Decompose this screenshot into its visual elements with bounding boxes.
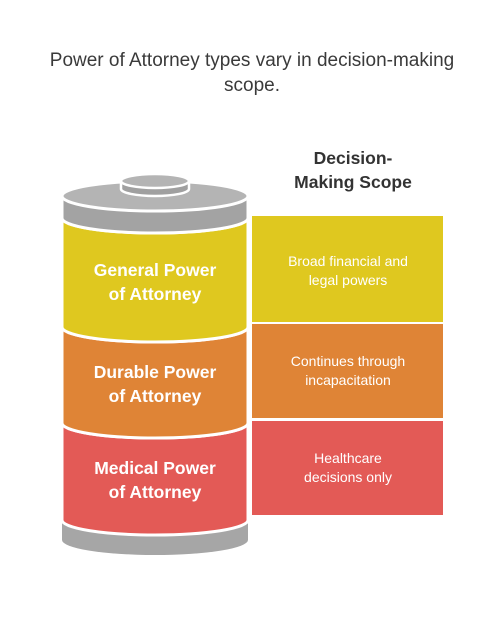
desc-text-durable: Continues through incapacitation bbox=[256, 352, 440, 390]
desc-box-medical bbox=[252, 421, 443, 515]
column-header-line-1: Decision- bbox=[313, 148, 393, 168]
desc-text-medical-line-1: Healthcare bbox=[314, 450, 382, 466]
desc-text-durable-line-2: incapacitation bbox=[305, 372, 391, 388]
desc-text-medical-line-2: decisions only bbox=[304, 469, 392, 485]
segment-label-durable-line-1: Durable Power bbox=[93, 362, 217, 382]
segment-label-general-line-2: of Attorney bbox=[108, 284, 202, 304]
desc-text-general-line-2: legal powers bbox=[308, 272, 388, 288]
top-cap bbox=[60, 172, 250, 235]
desc-box-general bbox=[252, 216, 443, 322]
segment-label-general: General Power of Attorney bbox=[66, 258, 244, 306]
segment-label-general-line-1: General Power bbox=[93, 260, 217, 280]
segment-label-durable: Durable Power of Attorney bbox=[66, 360, 244, 408]
segment-general bbox=[60, 216, 443, 344]
desc-box-durable bbox=[252, 324, 443, 418]
segment-label-medical-line-2: of Attorney bbox=[108, 482, 202, 502]
segment-label-medical-line-1: Medical Power bbox=[94, 458, 216, 478]
diagram-title: Power of Attorney types vary in decision… bbox=[49, 50, 455, 96]
desc-text-general-line-1: Broad financial and bbox=[288, 253, 408, 269]
segment-label-medical: Medical Power of Attorney bbox=[66, 456, 244, 504]
desc-text-medical: Healthcare decisions only bbox=[256, 449, 440, 487]
desc-text-durable-line-1: Continues through bbox=[290, 353, 406, 369]
segment-durable bbox=[60, 324, 443, 440]
column-header-line-2: Making Scope bbox=[294, 172, 412, 192]
segment-label-durable-line-2: of Attorney bbox=[108, 386, 202, 406]
segment-medical bbox=[60, 421, 443, 537]
desc-text-general: Broad financial and legal powers bbox=[256, 252, 440, 290]
column-header: Decision- Making Scope bbox=[268, 146, 438, 194]
